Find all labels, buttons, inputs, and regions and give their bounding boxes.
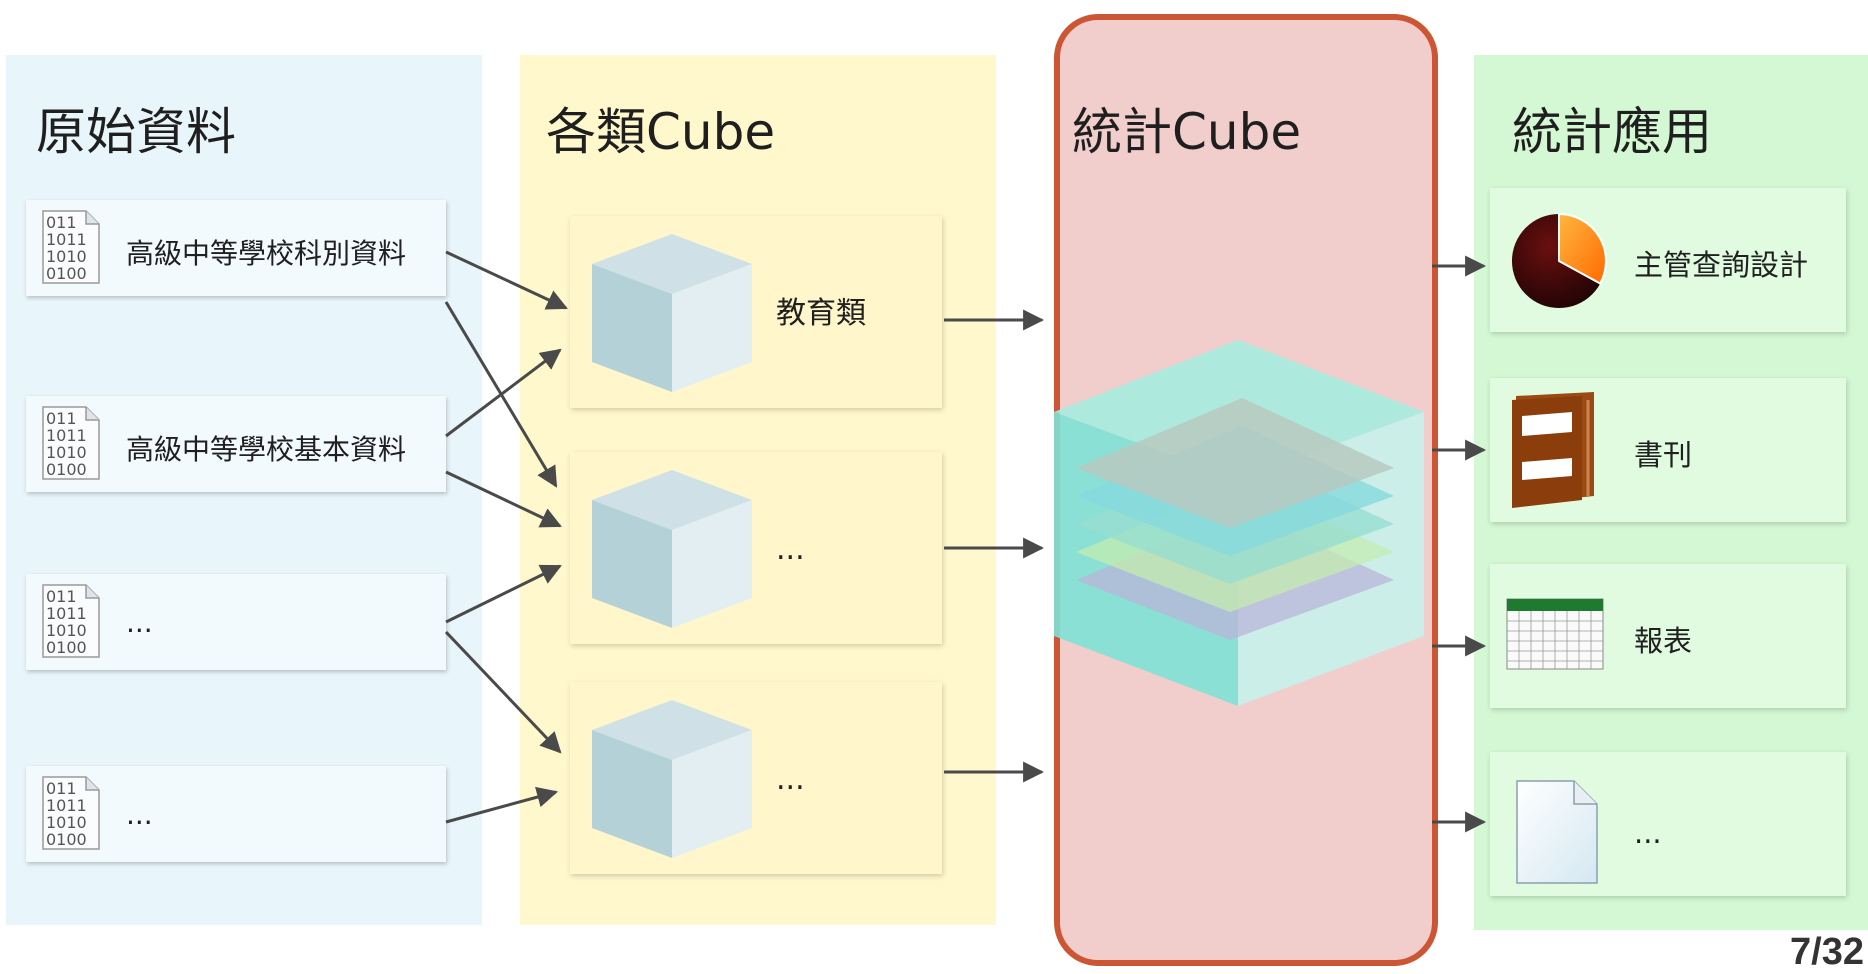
- pie-chart-icon: [1511, 212, 1607, 309]
- statistics-cube-title: 統計Cube: [1072, 103, 1302, 161]
- category-cube-item: ...: [570, 682, 942, 874]
- page-number: 7/32: [1790, 931, 1864, 973]
- category-cube-label: ...: [776, 762, 805, 797]
- statistics-cube-icon: [1054, 340, 1424, 706]
- cube-icon: [592, 470, 752, 628]
- book-icon: [1512, 392, 1594, 508]
- svg-text:1010: 1010: [46, 443, 87, 462]
- application-label: ...: [1634, 816, 1662, 850]
- category-cube-label: ...: [776, 532, 805, 567]
- cube-icon: [592, 700, 752, 858]
- svg-text:0100: 0100: [46, 264, 87, 283]
- svg-text:1011: 1011: [46, 604, 87, 623]
- application-label: 書刊: [1634, 438, 1693, 472]
- raw-data-label: 高級中等學校基本資料: [126, 433, 407, 466]
- raw-data-item: 011 1011 1010 0100 高級中等學校科別資料: [26, 200, 446, 296]
- svg-text:011: 011: [46, 213, 77, 232]
- svg-text:1010: 1010: [46, 813, 87, 832]
- raw-data-label: 高級中等學校科別資料: [126, 237, 407, 270]
- raw-data-title: 原始資料: [36, 103, 236, 161]
- category-cube-item: ...: [570, 452, 942, 644]
- svg-text:1011: 1011: [46, 230, 87, 249]
- binary-file-icon: 011 1011 1010 0100: [42, 210, 100, 284]
- svg-text:0100: 0100: [46, 460, 87, 479]
- svg-text:011: 011: [46, 587, 77, 606]
- svg-text:1011: 1011: [46, 796, 87, 815]
- application-label: 報表: [1634, 624, 1693, 658]
- application-item: 報表: [1490, 564, 1846, 708]
- svg-text:1011: 1011: [46, 426, 87, 445]
- spreadsheet-icon: [1506, 598, 1604, 670]
- application-item: ...: [1490, 752, 1846, 896]
- category-cube-item: 教育類: [570, 216, 942, 408]
- binary-file-icon: 011 1011 1010 0100: [42, 776, 100, 850]
- svg-text:011: 011: [46, 409, 77, 428]
- raw-data-label: ...: [126, 606, 153, 639]
- raw-data-item: 011 1011 1010 0100 高級中等學校基本資料: [26, 396, 446, 492]
- binary-file-icon: 011 1011 1010 0100: [42, 584, 100, 658]
- svg-text:1010: 1010: [46, 621, 87, 640]
- cube-icon: [592, 234, 752, 392]
- category-cube-label: 教育類: [776, 296, 866, 331]
- raw-data-item: 011 1011 1010 0100 ...: [26, 766, 446, 862]
- document-icon: [1516, 780, 1598, 884]
- application-item: 主管查詢設計: [1490, 188, 1846, 332]
- svg-text:0100: 0100: [46, 638, 87, 657]
- svg-text:1010: 1010: [46, 247, 87, 266]
- svg-text:011: 011: [46, 779, 77, 798]
- application-label: 主管查詢設計: [1634, 248, 1809, 282]
- category-cube-title: 各類Cube: [546, 103, 776, 161]
- statistics-application-title: 統計應用: [1512, 103, 1712, 161]
- raw-data-item: 011 1011 1010 0100 ...: [26, 574, 446, 670]
- binary-file-icon: 011 1011 1010 0100: [42, 406, 100, 480]
- svg-text:0100: 0100: [46, 830, 87, 849]
- raw-data-label: ...: [126, 798, 153, 831]
- application-item: 書刊: [1490, 378, 1846, 522]
